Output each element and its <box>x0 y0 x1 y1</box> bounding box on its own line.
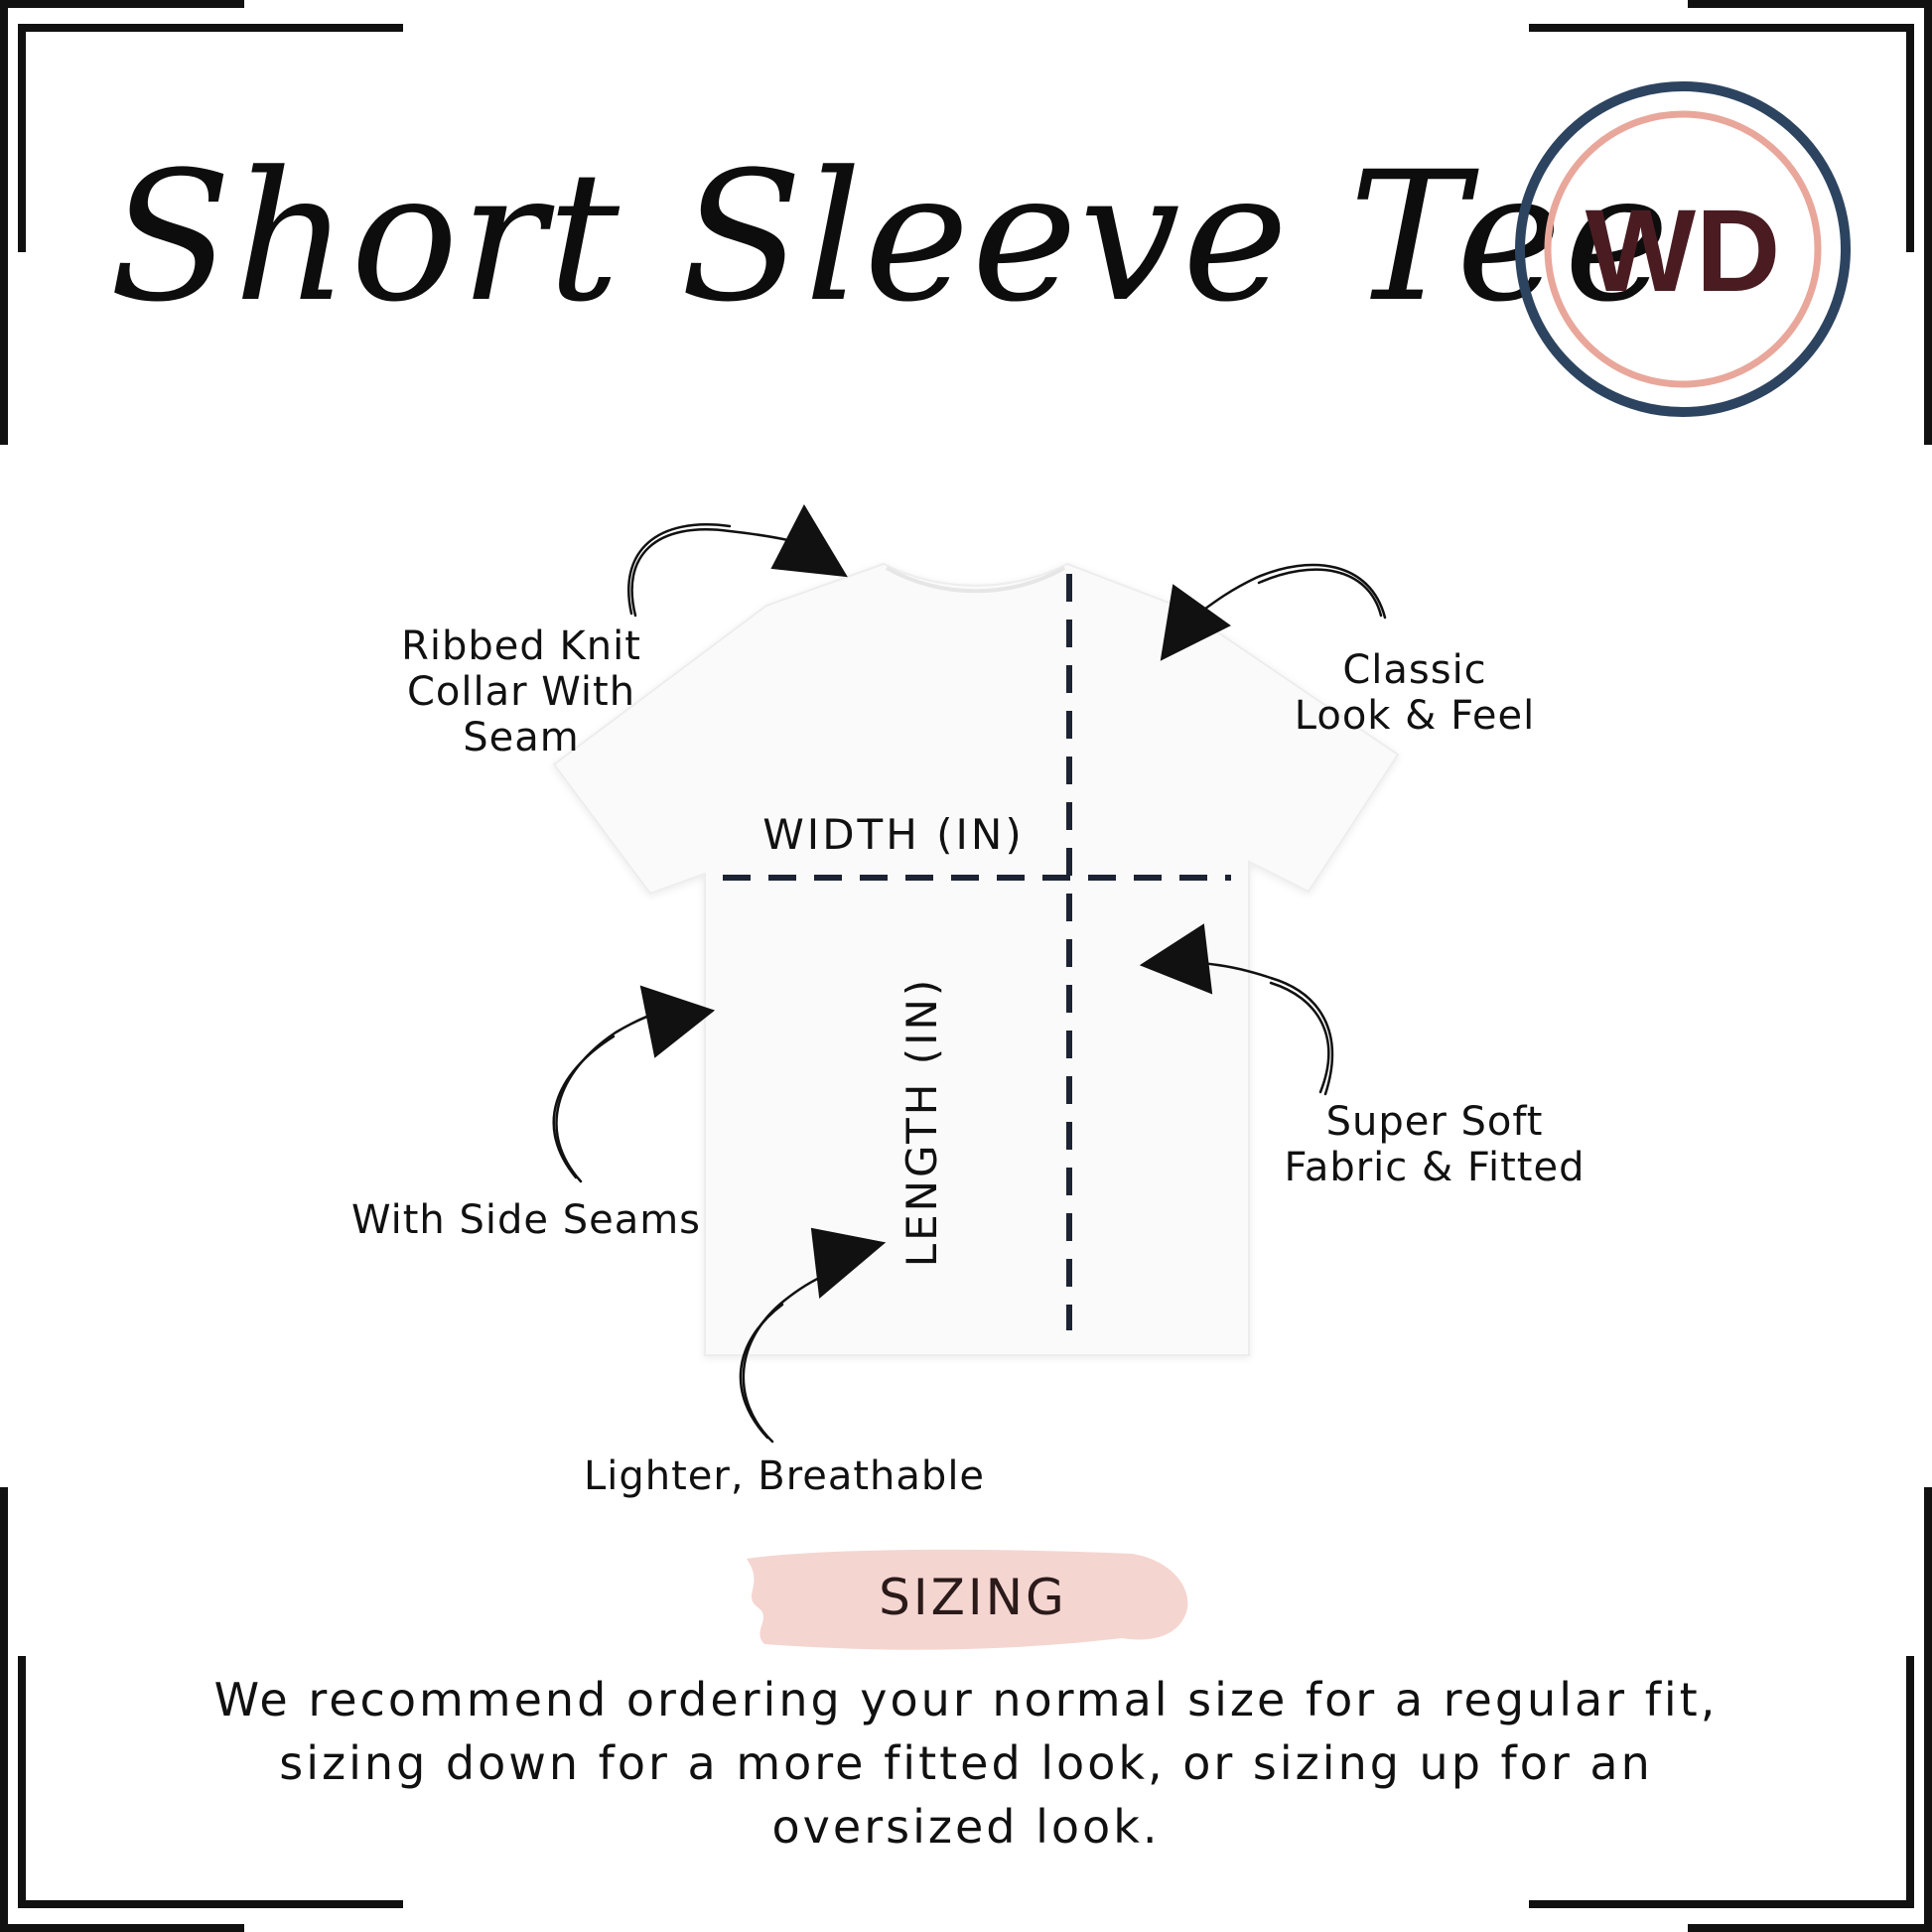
callout-classic: Classic Look & Feel <box>1294 647 1536 739</box>
tshirt-shape <box>552 562 1400 1356</box>
collar-seam <box>886 566 1065 594</box>
frame-top-left-v <box>0 0 8 445</box>
page-title: Short Sleeve Tee <box>109 134 1672 342</box>
frame-top-right-h <box>1688 0 1932 8</box>
width-label: WIDTH (IN) <box>762 810 1025 859</box>
arrow-fabric-head <box>1139 923 1213 995</box>
logo-letters: WD <box>1586 186 1781 317</box>
logo-inner-ring <box>1544 110 1822 388</box>
arrow-lighter-head <box>810 1227 887 1299</box>
arrow-side-seams-curve <box>555 1009 665 1183</box>
sizing-description: We recommend ordering your normal size f… <box>213 1673 1719 1854</box>
frame-bottom-left-v <box>0 1487 8 1932</box>
sizing-title: SIZING <box>879 1569 1067 1626</box>
arrow-classic-head <box>1160 584 1231 661</box>
brand-logo: WD <box>1515 81 1851 417</box>
frame-bottom-right-h <box>1688 1924 1932 1932</box>
arrow-collar-head <box>770 503 848 578</box>
frame-top-right-h2 <box>1529 24 1914 32</box>
frame-bottom-left-h2 <box>18 1900 403 1908</box>
frame-bottom-right-v2 <box>1906 1656 1914 1908</box>
frame-bottom-left-h <box>0 1924 244 1932</box>
arrow-side-seams-head <box>639 985 716 1058</box>
frame-bottom-right-v <box>1924 1487 1932 1932</box>
frame-top-right-v2 <box>1906 24 1914 252</box>
callout-side-seams: With Side Seams <box>350 1197 702 1243</box>
frame-top-right-v <box>1924 0 1932 445</box>
length-label: LENGTH (IN) <box>897 976 946 1268</box>
frame-top-left-v2 <box>18 24 26 252</box>
frame-bottom-right-h2 <box>1529 1900 1914 1908</box>
callout-collar: Ribbed Knit Collar With Seam <box>401 623 641 760</box>
arrow-fabric-curve <box>1199 961 1334 1096</box>
callout-fabric: Super Soft Fabric & Fitted <box>1284 1099 1586 1190</box>
arrow-classic-curve <box>1199 563 1387 620</box>
frame-top-left-h <box>0 0 244 8</box>
frame-bottom-left-v2 <box>18 1656 26 1908</box>
callout-lighter: Lighter, Breathable <box>583 1453 986 1499</box>
frame-top-left-h2 <box>18 24 403 32</box>
logo-outer-ring <box>1515 81 1851 417</box>
